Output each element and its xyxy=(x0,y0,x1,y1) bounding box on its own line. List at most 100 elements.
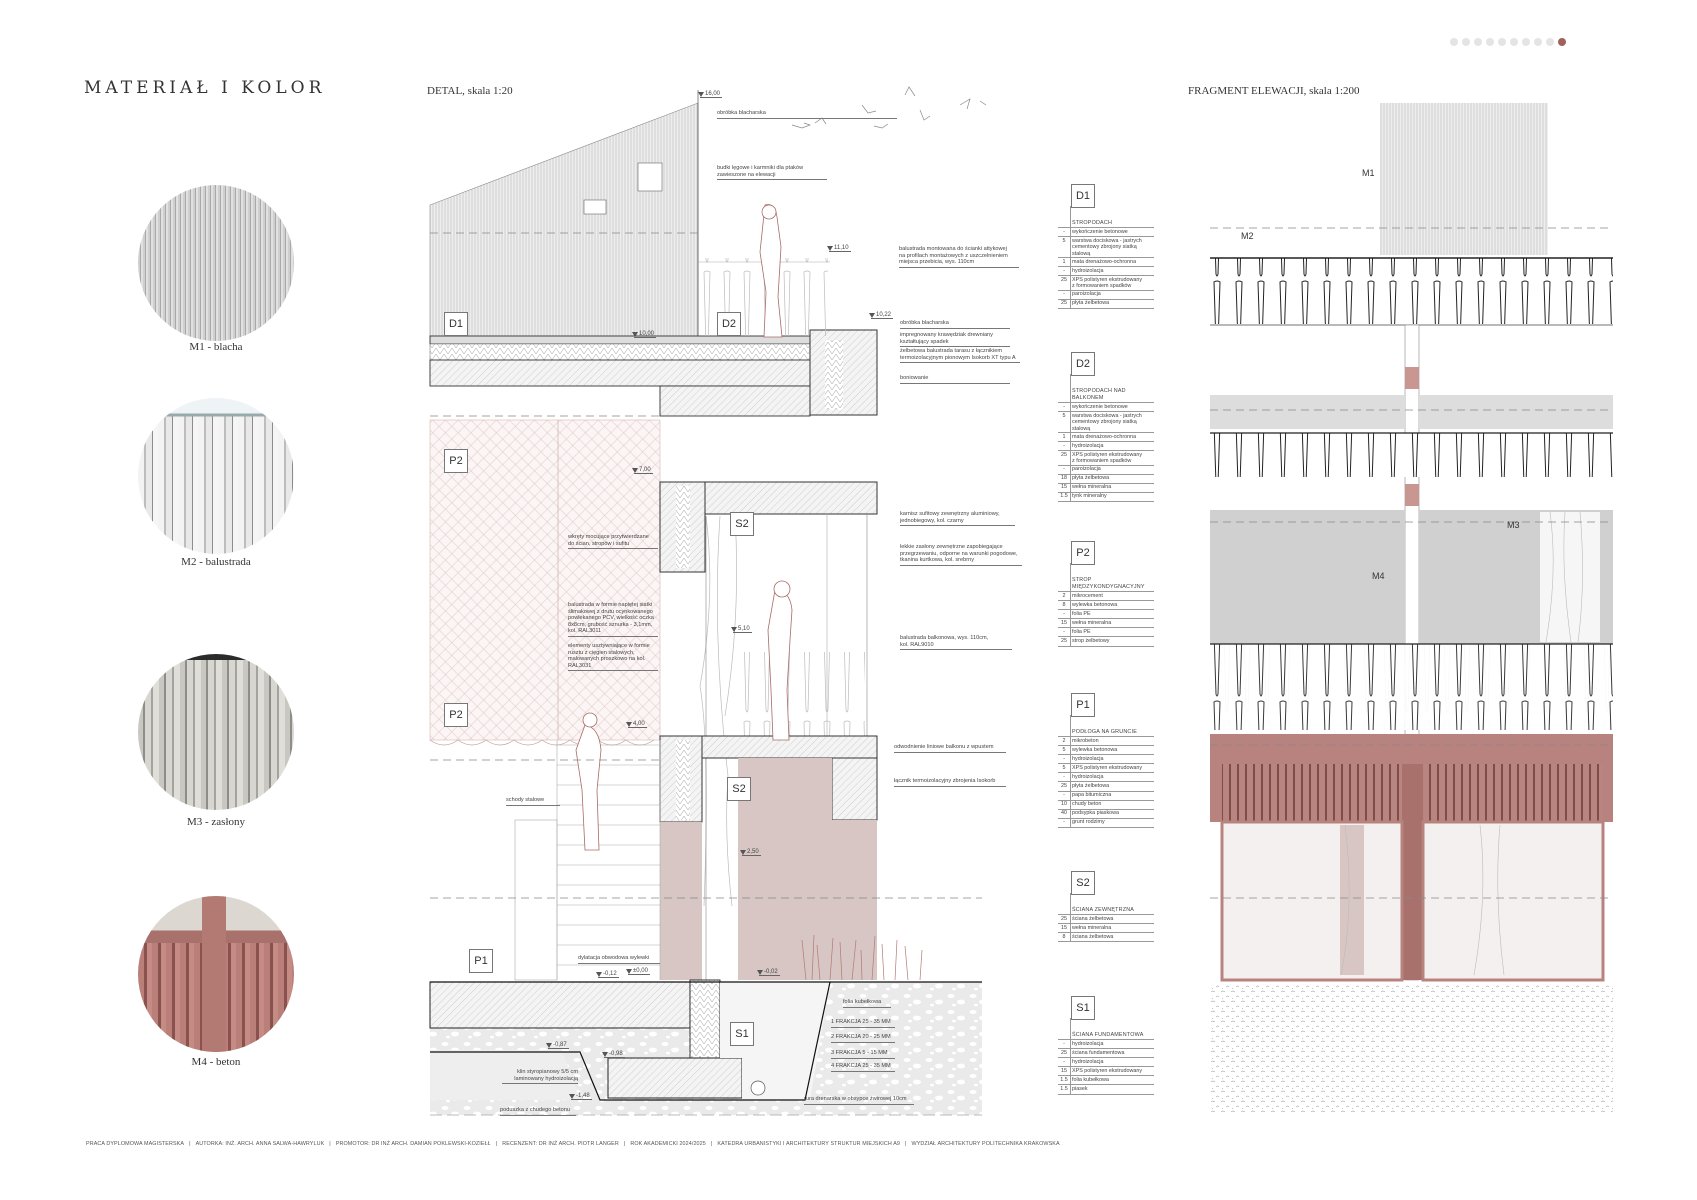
layer-material: wykończenie betonowe xyxy=(1072,228,1128,235)
page-dot-8[interactable] xyxy=(1534,38,1542,46)
layer-row: -grunt rodzimy xyxy=(1058,819,1154,828)
footer-separator: | xyxy=(710,1141,713,1147)
material-swatch-m4 xyxy=(138,896,294,1052)
layer-row: -wykończenie betonowe xyxy=(1058,403,1154,413)
annotation: schody stalowe xyxy=(506,797,560,806)
level-mark: -0,12 xyxy=(596,971,619,978)
layer-material: mikrocement xyxy=(1072,592,1103,599)
annotation: obróbka blacharska xyxy=(717,110,897,119)
layer-row: -hydroizolacja xyxy=(1058,773,1154,783)
layer-thickness: 25 xyxy=(1061,638,1067,645)
layer-material: mikrobeton xyxy=(1072,737,1099,744)
detail-tag-d2: D2 xyxy=(717,312,741,336)
footer-credit: ROK AKADEMICKI 2024/2025 xyxy=(630,1141,706,1147)
layer-material: hydroizolacja xyxy=(1072,755,1104,762)
layer-thickness: - xyxy=(1063,267,1065,274)
annotation: łącznik termoizolacyjny zbrojenia Isokor… xyxy=(894,778,1006,787)
annotation: balustrada montowana do ścianki attykowe… xyxy=(899,246,1019,268)
page-dot-1[interactable] xyxy=(1450,38,1458,46)
layer-thickness: 25 xyxy=(1061,1049,1067,1056)
level-mark: -0,98 xyxy=(602,1051,625,1058)
layer-thickness: 25 xyxy=(1061,915,1067,922)
annotation: rura drenarska w obsypce żwirowej 10cm xyxy=(804,1096,914,1105)
layer-row: -paroizolacja xyxy=(1058,466,1154,475)
layer-material: paroizolacja xyxy=(1072,466,1101,473)
layer-row: 8 ściana żelbetowa xyxy=(1058,933,1154,943)
page-dot-5[interactable] xyxy=(1498,38,1506,46)
layer-material: wełna mineralna xyxy=(1072,619,1112,626)
layer-material: hydroizolacja xyxy=(1072,442,1104,449)
annotation: boniowanie xyxy=(900,375,1010,384)
detail-tag-s2-upper: S2 xyxy=(730,512,754,536)
material-label-m2: M2 - balustrada xyxy=(181,556,251,568)
layer-row: -paroizolacja xyxy=(1058,291,1154,300)
layer-material: strop żelbetowy xyxy=(1072,638,1110,645)
layer-thickness: 8 xyxy=(1062,933,1066,940)
layer-thickness: - xyxy=(1063,755,1065,762)
layer-table-heading: ŚCIANA FUNDAMENTOWA xyxy=(1058,1032,1154,1040)
layer-thickness: 5 xyxy=(1062,746,1066,753)
footer-separator: | xyxy=(904,1141,907,1147)
layer-thickness: 8 xyxy=(1062,601,1066,608)
footer-separator: | xyxy=(329,1141,331,1147)
layer-table-heading: STROPODACH NAD BALKONEM xyxy=(1058,388,1154,403)
layer-tag-p2: P2 xyxy=(1071,541,1095,565)
layer-thickness: 5 xyxy=(1062,764,1066,771)
layer-thickness: - xyxy=(1063,792,1065,799)
layer-thickness: 25 xyxy=(1061,451,1067,458)
layer-tag-d1: D1 xyxy=(1071,184,1095,208)
annotation: elementy usztywniające w formie rusztu z… xyxy=(568,643,658,672)
layer-material: paroizolacja xyxy=(1072,291,1101,298)
level-mark: 5,10 xyxy=(731,626,752,633)
layer-table-heading: STROP MIĘDZYKONDYGNACYJNY xyxy=(1058,577,1154,592)
page-dot-3[interactable] xyxy=(1474,38,1482,46)
layer-thickness: 5 xyxy=(1062,412,1066,419)
layer-table-heading: ŚCIANA ZEWNĘTRZNA xyxy=(1058,907,1154,915)
layer-material: mata drenażowo-ochronna xyxy=(1072,433,1137,440)
page-dot-2[interactable] xyxy=(1462,38,1470,46)
page-dot-10[interactable] xyxy=(1558,38,1566,46)
layer-thickness: 1.5 xyxy=(1060,493,1068,500)
annotation: balustrada balkonowa, wys. 110cm, kol. R… xyxy=(900,635,1012,651)
layer-thickness: 40 xyxy=(1061,810,1067,817)
layer-row: -hydroizolacja xyxy=(1058,267,1154,277)
page-dot-4[interactable] xyxy=(1486,38,1494,46)
detail-section-drawing xyxy=(429,86,987,1116)
page-dot-7[interactable] xyxy=(1522,38,1530,46)
footer-credit: AUTORKA: INŻ. ARCH. ANNA SALWA-HAWRYLUK xyxy=(195,1141,325,1147)
annotation: klin styropianowy 5/5 cm laminowany hydr… xyxy=(502,1069,578,1085)
page-dot-9[interactable] xyxy=(1546,38,1554,46)
layer-material: ściana fundamentowa xyxy=(1072,1049,1125,1056)
layer-material: płyta żelbetowa xyxy=(1072,300,1110,307)
layer-material: hydroizolacja xyxy=(1072,1040,1104,1047)
material-label-m4: M4 - beton xyxy=(191,1056,241,1068)
level-mark: -0,02 xyxy=(757,969,780,976)
level-mark: 10,22 xyxy=(868,312,894,319)
layer-tag-p1: P1 xyxy=(1071,693,1095,717)
layer-tag-s1: S1 xyxy=(1071,996,1095,1020)
page-dot-6[interactable] xyxy=(1510,38,1518,46)
layer-thickness: 25 xyxy=(1061,783,1067,790)
layer-thickness: - xyxy=(1063,291,1065,298)
layer-thickness: 1.5 xyxy=(1060,1076,1068,1083)
layer-material: ściana żelbetowa xyxy=(1072,933,1114,940)
annotation: budki lęgowe i karmniki dla ptaków zawie… xyxy=(717,165,827,181)
layer-material: mata drenażowo-ochronna xyxy=(1072,258,1137,265)
layer-thickness: 1 xyxy=(1062,258,1066,265)
layer-thickness: - xyxy=(1063,773,1065,780)
layer-material: hydroizolacja xyxy=(1072,773,1104,780)
elevation-tag-m2: M2 xyxy=(1241,231,1254,241)
